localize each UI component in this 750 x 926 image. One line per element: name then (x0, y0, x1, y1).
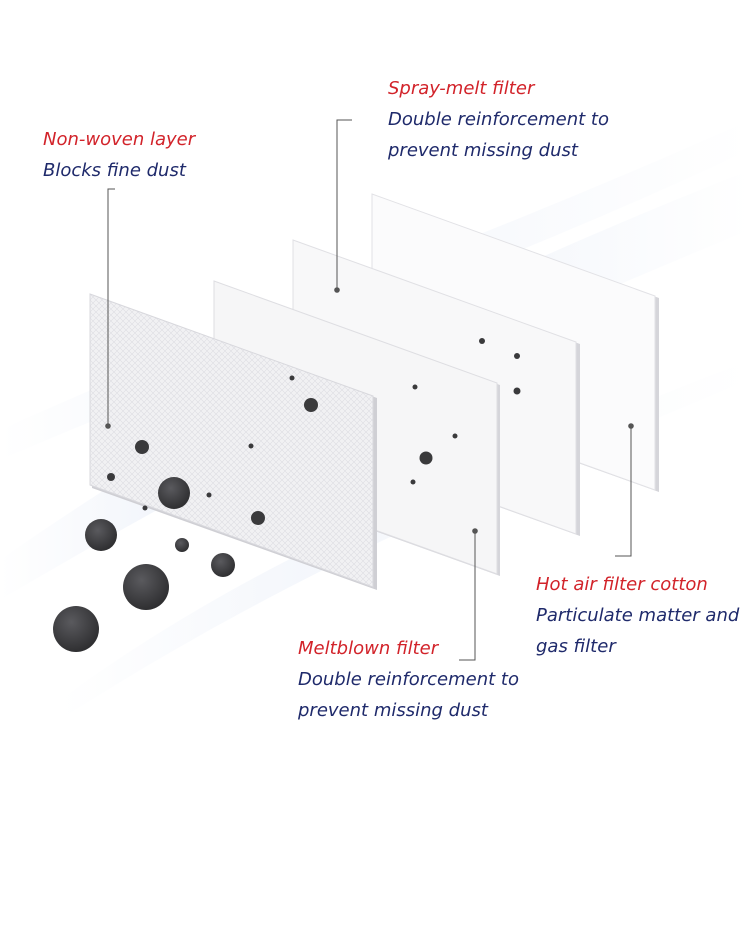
dust-particle (123, 564, 169, 610)
dust-particle (175, 538, 189, 552)
leader-dot-meltblown (472, 528, 478, 534)
leader-dot-non-woven (105, 423, 111, 429)
label-spray-melt-filter: Spray-melt filter Double reinforcement t… (388, 73, 609, 166)
layer-description: Double reinforcement to (388, 109, 609, 130)
particle-dot (248, 443, 254, 449)
particle-dot (142, 505, 148, 511)
layer-title: Hot air filter cotton (536, 574, 708, 595)
particle-dot (206, 492, 212, 498)
particle-dot (479, 338, 485, 344)
particle-dot (419, 451, 433, 465)
particle-dot (452, 433, 458, 439)
label-non-woven-layer: Non-woven layer Blocks fine dust (43, 124, 195, 186)
label-meltblown-filter: Meltblown filter Double reinforcement to… (298, 633, 519, 726)
label-hot-air-filter-cotton: Hot air filter cotton Particulate matter… (536, 569, 739, 662)
particle-dot (289, 375, 295, 381)
leader-line-non-woven (107, 188, 115, 426)
leader-line-hot-air (615, 426, 632, 557)
layer-title: Meltblown filter (298, 638, 439, 659)
leader-line-meltblown (459, 531, 476, 661)
particle-dot (304, 398, 318, 412)
dust-particle (85, 519, 117, 551)
layer-description: Double reinforcement to (298, 669, 519, 690)
particle-dot (514, 353, 520, 359)
leader-dot-hot-air (628, 423, 634, 429)
layer-description: prevent missing dust (388, 140, 578, 161)
layer-description: prevent missing dust (298, 700, 488, 721)
particle-dot (135, 440, 149, 454)
particle-dot (412, 384, 418, 390)
non-woven-layer-sheet (89, 293, 377, 590)
dust-particle (53, 606, 99, 652)
layer-title: Spray-melt filter (388, 78, 535, 99)
particle-dot (513, 387, 521, 395)
leader-line-spray-melt (336, 119, 352, 290)
layer-description: Blocks fine dust (43, 160, 186, 181)
particle-dot (410, 479, 416, 485)
leader-lines (105, 119, 634, 661)
particle-dot (107, 473, 115, 481)
particle-dot (251, 511, 265, 525)
dust-particles (53, 477, 235, 652)
layer-description: Particulate matter and (536, 605, 740, 626)
layer-title: Non-woven layer (43, 129, 196, 150)
layer-description: gas filter (536, 636, 616, 657)
leader-dot-spray-melt (334, 287, 340, 293)
dust-particle (158, 477, 190, 509)
dust-particle (211, 553, 235, 577)
